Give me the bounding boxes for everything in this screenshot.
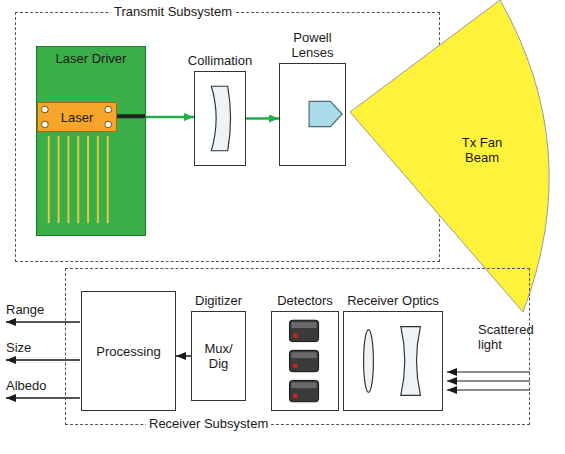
signal-label: Size <box>6 340 31 355</box>
signal-label: Albedo <box>6 378 46 393</box>
group-title: Receiver Subsystem <box>146 416 271 431</box>
fan-beam: Tx Fan Beam <box>345 0 560 330</box>
detector-icon <box>289 320 318 402</box>
optics-box: Powell Lenses <box>279 63 346 166</box>
driver-board-art <box>37 47 145 235</box>
fiber-stub <box>116 114 145 118</box>
scattered-light-arrow <box>447 372 530 390</box>
component-label: Collimation <box>188 53 252 68</box>
component-label: Detectors <box>277 293 333 308</box>
component-label: Digitizer <box>195 293 242 308</box>
driver-board: Laser Laser Driver <box>36 46 146 236</box>
digitizer-box: DigitizerMux/ Dig <box>191 311 246 401</box>
driver-pins <box>49 136 108 223</box>
optics-box: Collimation <box>194 71 246 166</box>
fan-beam-shape <box>345 0 560 330</box>
receiver-lenses <box>344 312 442 410</box>
box-label: Laser <box>61 110 94 125</box>
output-arrow <box>6 322 80 398</box>
detector-box: Detectors <box>271 311 339 411</box>
board-label: Laser Driver <box>37 51 145 66</box>
beam-arrow <box>246 117 279 120</box>
beam-label: Tx Fan Beam <box>450 135 514 165</box>
powell-lens <box>280 64 345 165</box>
signal-label: Scattered light <box>478 322 550 352</box>
box-label: Mux/ Dig <box>204 341 232 371</box>
group-title: Transmit Subsystem <box>111 4 235 19</box>
collimation-lens <box>195 72 245 165</box>
process-box: Processing <box>81 291 176 411</box>
box-label: Processing <box>96 344 160 359</box>
mount-hole <box>41 106 111 127</box>
subsystem-frame: ProcessingDigitizerMux/ Dig Detectors Re… <box>65 268 530 425</box>
signal-arrow <box>176 355 191 357</box>
optics-box: Receiver Optics <box>343 311 443 411</box>
detector-icons <box>272 312 338 410</box>
signal-label: Range <box>6 302 44 317</box>
component-label: Powell Lenses <box>277 30 349 60</box>
laser-diode: Laser <box>37 102 117 132</box>
component-label: Receiver Optics <box>347 293 439 308</box>
